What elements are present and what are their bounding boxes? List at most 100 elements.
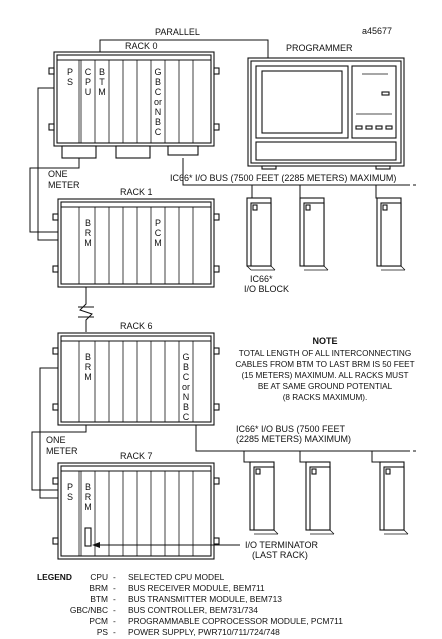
svg-text:M: M <box>84 502 92 512</box>
svg-text:U: U <box>85 87 92 97</box>
io-block-3 <box>376 197 406 271</box>
svg-text:G: G <box>182 352 189 362</box>
rack7-label: RACK 7 <box>120 451 153 461</box>
svg-text:-: - <box>113 627 116 637</box>
one-meter-1-line1: ONE <box>48 169 68 179</box>
legend-desc-cpu: SELECTED CPU MODEL <box>128 572 225 582</box>
svg-text:T: T <box>99 77 105 87</box>
programmer-computer <box>247 57 405 170</box>
svg-text:S: S <box>67 77 73 87</box>
svg-text:B: B <box>155 77 161 87</box>
legend-desc-pcm: PROGRAMMABLE COPROCESSOR MODULE, PCM711 <box>128 616 343 626</box>
terminator-arrowhead <box>92 542 100 548</box>
rack1-pcm-label: P C M <box>154 218 162 248</box>
parallel-label: PARALLEL <box>155 27 200 37</box>
legend-items: CPU - SELECTED CPU MODEL BRM - BUS RECEI… <box>70 572 343 637</box>
svg-text:-: - <box>113 594 116 604</box>
svg-text:or: or <box>154 97 162 107</box>
svg-text:P: P <box>155 218 161 228</box>
rack0-to-rack1-cable <box>37 87 58 241</box>
svg-text:C: C <box>155 228 162 238</box>
rack6-gbc-label: G B C or N B C <box>182 352 190 422</box>
rack6-brm-label: B R M <box>84 352 92 382</box>
io-block-3-drop <box>375 185 392 199</box>
terminator-label-2: (LAST RACK) <box>252 550 308 560</box>
io-block-label-2: I/O BLOCK <box>244 284 289 294</box>
rack6-to-rack7-cable-b <box>31 425 87 491</box>
svg-text:C: C <box>183 412 190 422</box>
legend-abbr-ps: PS <box>97 627 109 637</box>
rack0-cpu-label: C P U <box>85 67 92 97</box>
legend-abbr-btm: BTM <box>90 594 108 604</box>
legend-abbr-brm: BRM <box>89 583 108 593</box>
rack-1 <box>52 198 220 288</box>
rack0-ps-label: P S <box>67 67 73 87</box>
note-line-4: BE AT SAME GROUND POTENTIAL <box>258 382 393 391</box>
rack0-btm-label: B T M <box>98 67 106 97</box>
io-block-6 <box>379 461 409 535</box>
rack-6 <box>52 332 220 426</box>
svg-text:B: B <box>183 402 189 412</box>
svg-text:R: R <box>85 228 92 238</box>
io-block-4 <box>249 461 279 535</box>
svg-text:B: B <box>85 218 91 228</box>
rack-7 <box>52 462 220 560</box>
legend-desc-brm: BUS RECEIVER MODULE, BEM711 <box>128 583 265 593</box>
legend-desc-ps: POWER SUPPLY, PWR710/711/724/748 <box>128 627 280 637</box>
figure-id: a45677 <box>362 26 392 36</box>
io-bus-1-line <box>182 158 406 186</box>
legend-desc-btm: BUS TRANSMITTER MODULE, BEM713 <box>128 594 282 604</box>
svg-text:R: R <box>85 492 92 502</box>
rack7-ps-label: P S <box>67 482 73 502</box>
svg-text:B: B <box>85 352 91 362</box>
rack0-gbc-label: G B C or N B C <box>154 67 162 137</box>
rack6-to-rack7-cable <box>39 367 58 499</box>
svg-text:B: B <box>183 362 189 372</box>
svg-text:-: - <box>113 583 116 593</box>
parallel-cable <box>99 39 269 62</box>
io-block-4-drop <box>243 451 256 463</box>
rack0-connector-mid <box>115 145 151 159</box>
legend-title: LEGEND <box>37 572 72 582</box>
svg-text:C: C <box>85 67 92 77</box>
rack0-label: RACK 0 <box>125 41 158 51</box>
svg-text:-: - <box>113 616 116 626</box>
io-block-6-drop <box>371 451 386 463</box>
note-line-1: TOTAL LENGTH OF ALL INTERCONNECTING <box>239 349 411 358</box>
rack6-label: RACK 6 <box>120 321 153 331</box>
svg-text:B: B <box>155 117 161 127</box>
cable-break <box>79 287 93 332</box>
svg-text:N: N <box>183 392 190 402</box>
rack1-label: RACK 1 <box>120 187 153 197</box>
svg-text:-: - <box>113 572 116 582</box>
programmer-label: PROGRAMMER <box>286 43 353 53</box>
io-block-2-drop <box>299 185 312 199</box>
svg-text:B: B <box>99 67 105 77</box>
io-bus-2-line <box>195 425 406 452</box>
io-block-2 <box>299 197 329 271</box>
svg-text:C: C <box>183 372 190 382</box>
svg-text:C: C <box>155 127 162 137</box>
io-bus-1-label: IC66* I/O BUS (7500 FEET (2285 METERS) M… <box>170 173 396 183</box>
io-block-1-drop <box>251 185 268 199</box>
legend-abbr-pcm: PCM <box>89 616 108 626</box>
rack7-brm-label: B R M <box>84 482 92 512</box>
svg-text:P: P <box>67 67 73 77</box>
one-meter-2-line2: METER <box>46 446 78 456</box>
svg-text:M: M <box>98 87 106 97</box>
io-bus-2-label-1: IC66* I/O BUS (7500 FEET <box>236 424 346 434</box>
svg-text:M: M <box>154 238 162 248</box>
io-bus-2-label-2: (2285 METERS) MAXIMUM) <box>236 434 351 444</box>
io-block-label-1: IC66* <box>250 274 273 284</box>
note-line-5: (8 RACKS MAXIMUM). <box>283 393 368 402</box>
terminator-label-1: I/O TERMINATOR <box>245 540 319 550</box>
svg-text:P: P <box>67 482 73 492</box>
one-meter-1-line2: METER <box>48 180 80 190</box>
svg-text:C: C <box>155 87 162 97</box>
io-block-5-drop <box>299 451 312 463</box>
io-block-1 <box>246 197 276 271</box>
svg-text:M: M <box>84 372 92 382</box>
note-line-3: (15 METERS) MAXIMUM. ALL RACKS MUST <box>241 371 408 380</box>
svg-text:M: M <box>84 238 92 248</box>
note-title: NOTE <box>312 336 337 346</box>
